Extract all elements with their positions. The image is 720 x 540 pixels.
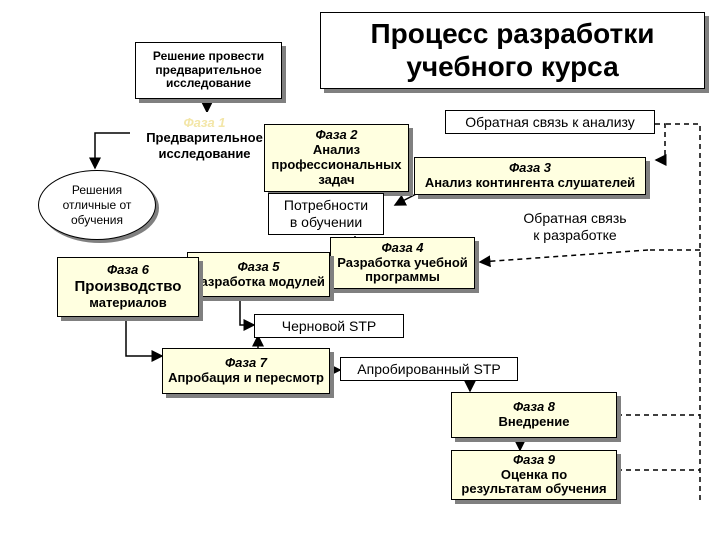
- needs-box: Потребности в обучении: [268, 193, 384, 235]
- arrow-phase1-to-solutions: [89, 132, 130, 170]
- draft-stp-box: Черновой STP: [254, 314, 404, 338]
- phase2-box: Фаза 2 Анализ профессиональных задач: [264, 124, 409, 192]
- phase9-box: Фаза 9 Оценка по результатам обучения: [451, 450, 617, 500]
- phase7-box: Фаза 7 Апробация и пересмотр: [162, 348, 330, 394]
- phase6-box: Фаза 6 Производство материалов: [57, 257, 199, 317]
- solutions-ellipse: Решения отличные от обучения: [38, 170, 156, 240]
- phase6-label: Фаза 6: [106, 262, 150, 278]
- phase4-label: Фаза 4: [381, 239, 424, 255]
- phase1-label: Фаза 1: [183, 114, 226, 130]
- phase5-label: Фаза 5: [237, 258, 280, 274]
- phase3-label: Фаза 3: [508, 160, 552, 176]
- phase9-label: Фаза 9: [512, 451, 556, 467]
- diagram-title: Процесс разработки учебного курса: [320, 12, 705, 89]
- title-line2: учебного курса: [406, 50, 619, 82]
- phase5-box: Фаза 5 Разработка модулей: [187, 252, 330, 297]
- arrow-phase6-to-phase7: [125, 318, 164, 362]
- phase7-label: Фаза 7: [224, 355, 268, 371]
- phase3-box: Фаза 3 Анализ контингента слушателей: [414, 157, 646, 195]
- decision-box: Решение провести предварительное исследо…: [135, 42, 282, 99]
- phase8-box: Фаза 8 Внедрение: [451, 392, 617, 438]
- arrow-phase5-to-draft: [239, 297, 256, 331]
- dashed-feedback-analysis: [654, 123, 667, 166]
- feedback-analysis-box: Обратная связь к анализу: [445, 110, 655, 134]
- approved-stp-box: Апробированный STP: [340, 357, 518, 381]
- dashed-feedback-dev-to-phase4: [478, 249, 649, 268]
- phase8-label: Фаза 8: [512, 399, 556, 415]
- feedback-dev-box: Обратная связь к разработке: [523, 210, 627, 243]
- phase4-box: Фаза 4 Разработка учебной программы: [330, 237, 475, 289]
- title-line1: Процесс разработки: [370, 18, 655, 50]
- phase1-box: Фаза 1 Предварительное исследование: [137, 112, 272, 164]
- phase2-label: Фаза 2: [315, 127, 358, 143]
- dashed-feedback-analysis-loop: [665, 123, 701, 500]
